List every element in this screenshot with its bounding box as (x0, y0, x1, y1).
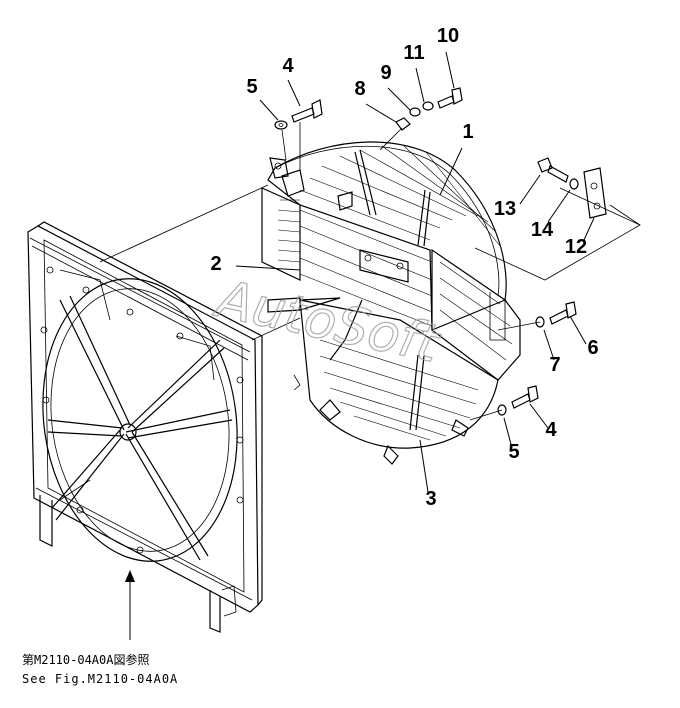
callout-c1: 1 (462, 121, 473, 143)
figure-reference-ja: 第M2110-04A0A図参照 (22, 652, 149, 667)
fan-spokes (47, 295, 233, 561)
callout-c4b: 4 (545, 419, 557, 441)
fan-shroud (261, 141, 521, 465)
callout-c2: 2 (210, 253, 221, 275)
callout-c8: 8 (354, 78, 365, 100)
callout-c5a: 5 (246, 76, 257, 98)
callout-c12: 12 (565, 236, 587, 258)
radiator-frame (27, 221, 263, 633)
callout-c5b: 5 (508, 441, 519, 463)
callout-c11: 11 (403, 42, 424, 64)
assembly-lines (99, 122, 641, 421)
frame-bolt-holes (40, 266, 244, 554)
fasteners (274, 87, 607, 416)
callout-c6: 6 (587, 337, 598, 359)
callout-c4a: 4 (282, 55, 294, 77)
figure-reference-en: See Fig.M2110-04A0A (22, 672, 178, 686)
leader-lines (129, 51, 595, 640)
callout-c3: 3 (425, 488, 436, 510)
callout-c13: 13 (494, 198, 516, 220)
callout-c7: 7 (549, 354, 560, 376)
reference-arrow (125, 570, 135, 582)
callout-c10: 10 (437, 25, 459, 47)
shroud-hatching (277, 145, 513, 441)
callout-c9: 9 (380, 62, 391, 84)
callout-c14: 14 (531, 219, 554, 241)
